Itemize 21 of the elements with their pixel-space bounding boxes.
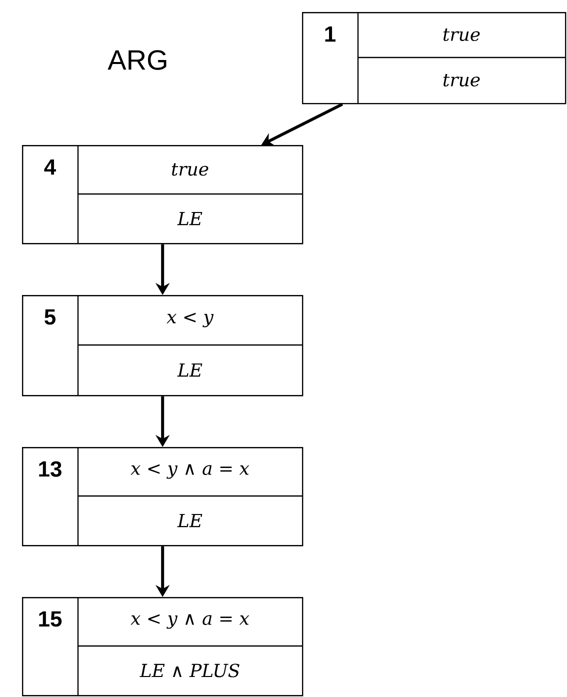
state-box — [22, 295, 304, 396]
formula-text: x < y ∧ a = x — [130, 464, 250, 479]
state-box — [302, 12, 566, 104]
formula-text: LE ∧ PLUS — [140, 664, 240, 678]
state-number: 15 — [39, 611, 62, 627]
state-number: 4 — [44, 159, 56, 175]
formula-text: x < y — [166, 312, 214, 328]
state-box — [22, 597, 304, 696]
state-number: 1 — [325, 26, 336, 42]
formula-text: true — [443, 74, 480, 86]
state-box — [22, 447, 304, 546]
diagram-title: ARG — [108, 50, 166, 70]
formula-text: true — [443, 28, 480, 42]
formula-text: LE — [177, 212, 202, 226]
formula-text: x < y ∧ a = x — [130, 614, 250, 629]
state-box — [22, 145, 304, 244]
state-number: 13 — [39, 461, 62, 477]
formula-text: LE — [177, 514, 202, 528]
state-number: 5 — [44, 309, 56, 325]
formula-text: true — [172, 163, 208, 176]
formula-text: LE — [177, 363, 202, 377]
